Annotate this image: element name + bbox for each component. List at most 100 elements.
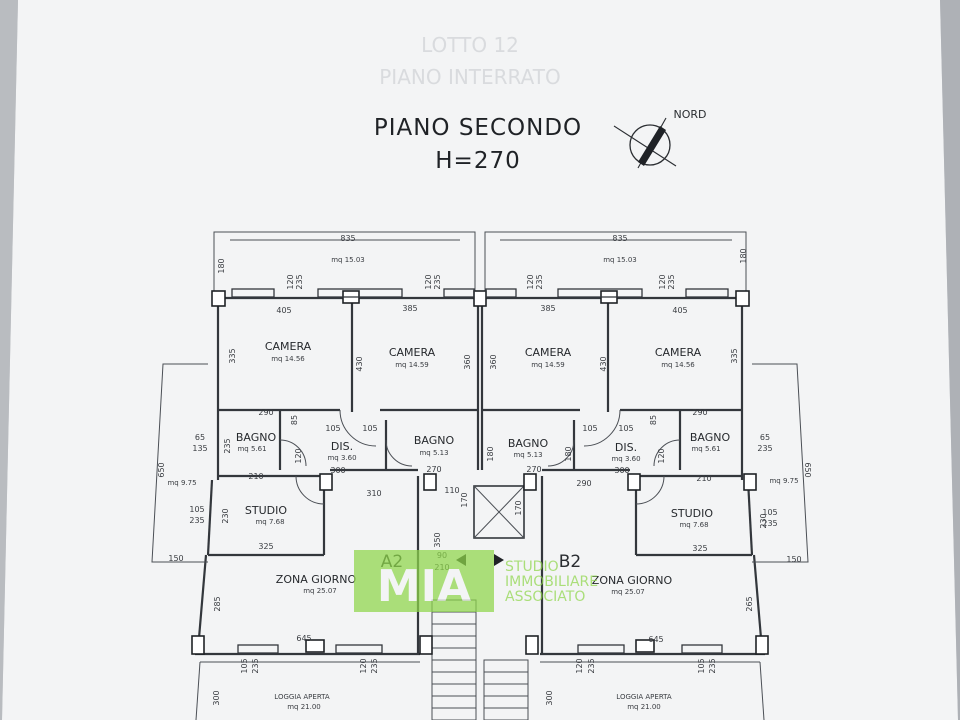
loggia-outline [195,661,765,720]
room-dis-1: DIS. [331,440,353,453]
dim-label: 645 [296,634,311,643]
room-camera-4: CAMERA [655,346,702,359]
dim-label: 120 [657,448,666,463]
structural-columns [191,290,769,655]
dim-label: 235 [189,516,204,525]
room-loggia-1: LOGGIA APERTA [274,693,330,701]
watermark-logo-box [354,550,494,612]
dim-label: 310 [366,489,381,498]
dim-label: 150 [786,555,801,564]
dim-label: 405 [672,306,687,315]
staircase [431,599,529,720]
top-terrace-outline [213,231,747,300]
dim-label: 235 [223,438,232,453]
dim-label: 235 [433,274,442,289]
room-dis-2: DIS. [615,441,637,454]
dim-label: 835 [340,234,355,243]
dim-label: 270 [426,465,441,474]
height-label: H=270 [435,148,520,174]
dim-label: 430 [355,356,364,371]
dim-label: 270 [526,465,541,474]
room-dis-1-area: mq 3.60 [327,454,356,462]
dim-label: 235 [708,658,717,673]
dim-label: 235 [370,658,379,673]
balcony-right-area: mq 9.75 [769,477,798,485]
dim-label: 120 [294,448,303,463]
dim-label: 180 [739,248,748,263]
dim-label: 265 [745,596,754,611]
dim-label: 235 [251,658,260,673]
dim-label: 230 [221,508,230,523]
room-labels: mq 15.03 mq 15.03 CAMERA mq 14.56 CAMERA… [167,256,798,711]
dim-label: 325 [692,544,707,553]
dim-label: 385 [540,304,555,313]
dim-label: 170 [514,500,523,515]
dim-label: 105 [762,508,777,517]
dim-label: 65 [195,433,205,442]
dim-label: 230 [759,513,768,528]
paper-shadow-right [940,0,960,720]
dim-label: 835 [612,234,627,243]
room-bagno-1-area: mq 5.61 [237,445,266,453]
room-bagno-4-area: mq 5.61 [691,445,720,453]
room-camera-1-area: mq 14.56 [271,355,305,363]
dim-label: 290 [258,408,273,417]
dim-label: 210 [696,474,711,483]
dim-label: 300 [330,466,345,475]
dim-label: 335 [730,348,739,363]
room-camera-4-area: mq 14.56 [661,361,695,369]
dim-label: 105 [362,424,377,433]
room-bagno-1: BAGNO [236,431,277,444]
room-zona-giorno-1: ZONA GIORNO [276,573,357,586]
dim-label: 120 [286,274,295,289]
door-swings [279,409,681,505]
room-bagno-4: BAGNO [690,431,731,444]
room-loggia-2-area: mq 21.00 [627,703,661,711]
dim-label: 135 [192,444,207,453]
room-studio-1-area: mq 7.68 [255,518,284,526]
dim-label: 235 [757,444,772,453]
dim-label: 360 [463,354,472,369]
watermark-agency-line3: ASSOCIATO [505,589,585,605]
bleed-through-lot: LOTTO 12 [421,33,519,57]
dim-label: 285 [213,596,222,611]
dim-label: 180 [486,446,495,461]
room-camera-2-area: mq 14.59 [395,361,429,369]
dim-label: 110 [444,486,459,495]
page-title: PIANO SECONDO [374,115,582,141]
dim-label: 650 [803,462,812,477]
dim-label: 120 [359,658,368,673]
dim-label: 385 [402,304,417,313]
room-zona-giorno-2: ZONA GIORNO [592,574,673,587]
north-label: NORD [674,108,707,121]
bleed-through-floor: PIANO INTERRATO [379,65,560,89]
room-zona-giorno-2-area: mq 25.07 [611,588,645,596]
dim-label: 360 [489,354,498,369]
dim-label: 430 [599,356,608,371]
room-loggia-2: LOGGIA APERTA [616,693,672,701]
dim-label: 300 [212,690,221,705]
dim-label: 300 [545,690,554,705]
room-bagno-2: BAGNO [414,434,455,447]
dim-label: 180 [564,446,573,461]
dim-label: 645 [648,635,663,644]
dim-label: 290 [576,479,591,488]
terrace-right-area: mq 15.03 [603,256,637,264]
dim-label: 105 [189,505,204,514]
room-loggia-1-area: mq 21.00 [287,703,321,711]
unit-label-right: B2 [559,552,581,572]
dim-label: 235 [295,274,304,289]
dim-label: 105 [325,424,340,433]
dim-label: 325 [258,542,273,551]
dim-label: 105 [697,658,706,673]
terrace-left-area: mq 15.03 [331,256,365,264]
dim-label: 210 [248,472,263,481]
compass-icon [613,117,677,169]
side-balconies [151,363,809,563]
balcony-left-area: mq 9.75 [167,479,196,487]
paper-shadow-left [0,0,18,720]
dim-label: 120 [658,274,667,289]
